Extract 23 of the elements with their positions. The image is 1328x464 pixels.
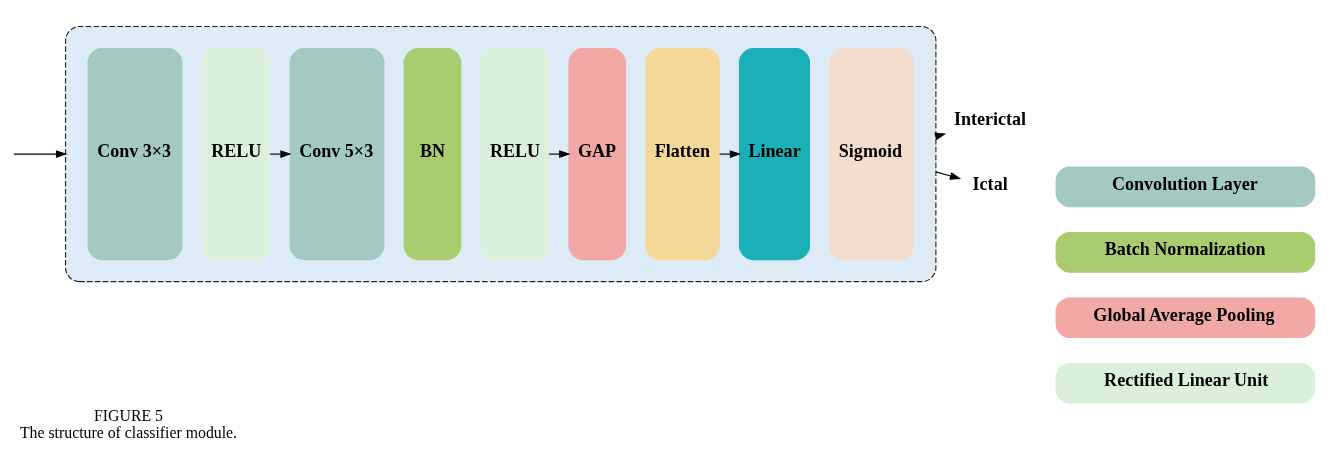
node-box: GAP <box>568 48 627 261</box>
legend-label: Rectified Linear Unit <box>1104 370 1269 391</box>
node-text: Interictal <box>953 108 1027 129</box>
node-box: Conv 5×3 <box>289 48 385 261</box>
caption: The structure of classifier module. <box>19 423 238 441</box>
diagram-title: FIGURE 5 <box>94 406 163 424</box>
node-box: Linear <box>738 48 811 261</box>
node-box: Flatten <box>645 48 720 261</box>
node-box: RELU <box>480 48 550 261</box>
arrow <box>269 150 292 159</box>
cluster <box>64 26 937 283</box>
node-box: Sigmoid <box>829 48 914 261</box>
node-box: RELU <box>201 48 271 261</box>
arrow <box>548 150 571 159</box>
node-box: Conv 3×3 <box>87 48 183 261</box>
node-box: BN <box>403 48 462 261</box>
node-text: Ictal <box>972 174 1008 195</box>
arrow <box>13 150 68 159</box>
legend-label: Global Average Pooling <box>1093 304 1275 325</box>
legend-label: Convolution Layer <box>1112 174 1258 195</box>
legend-label: Batch Normalization <box>1104 239 1266 260</box>
arrow <box>935 171 962 180</box>
arrow <box>719 150 742 159</box>
